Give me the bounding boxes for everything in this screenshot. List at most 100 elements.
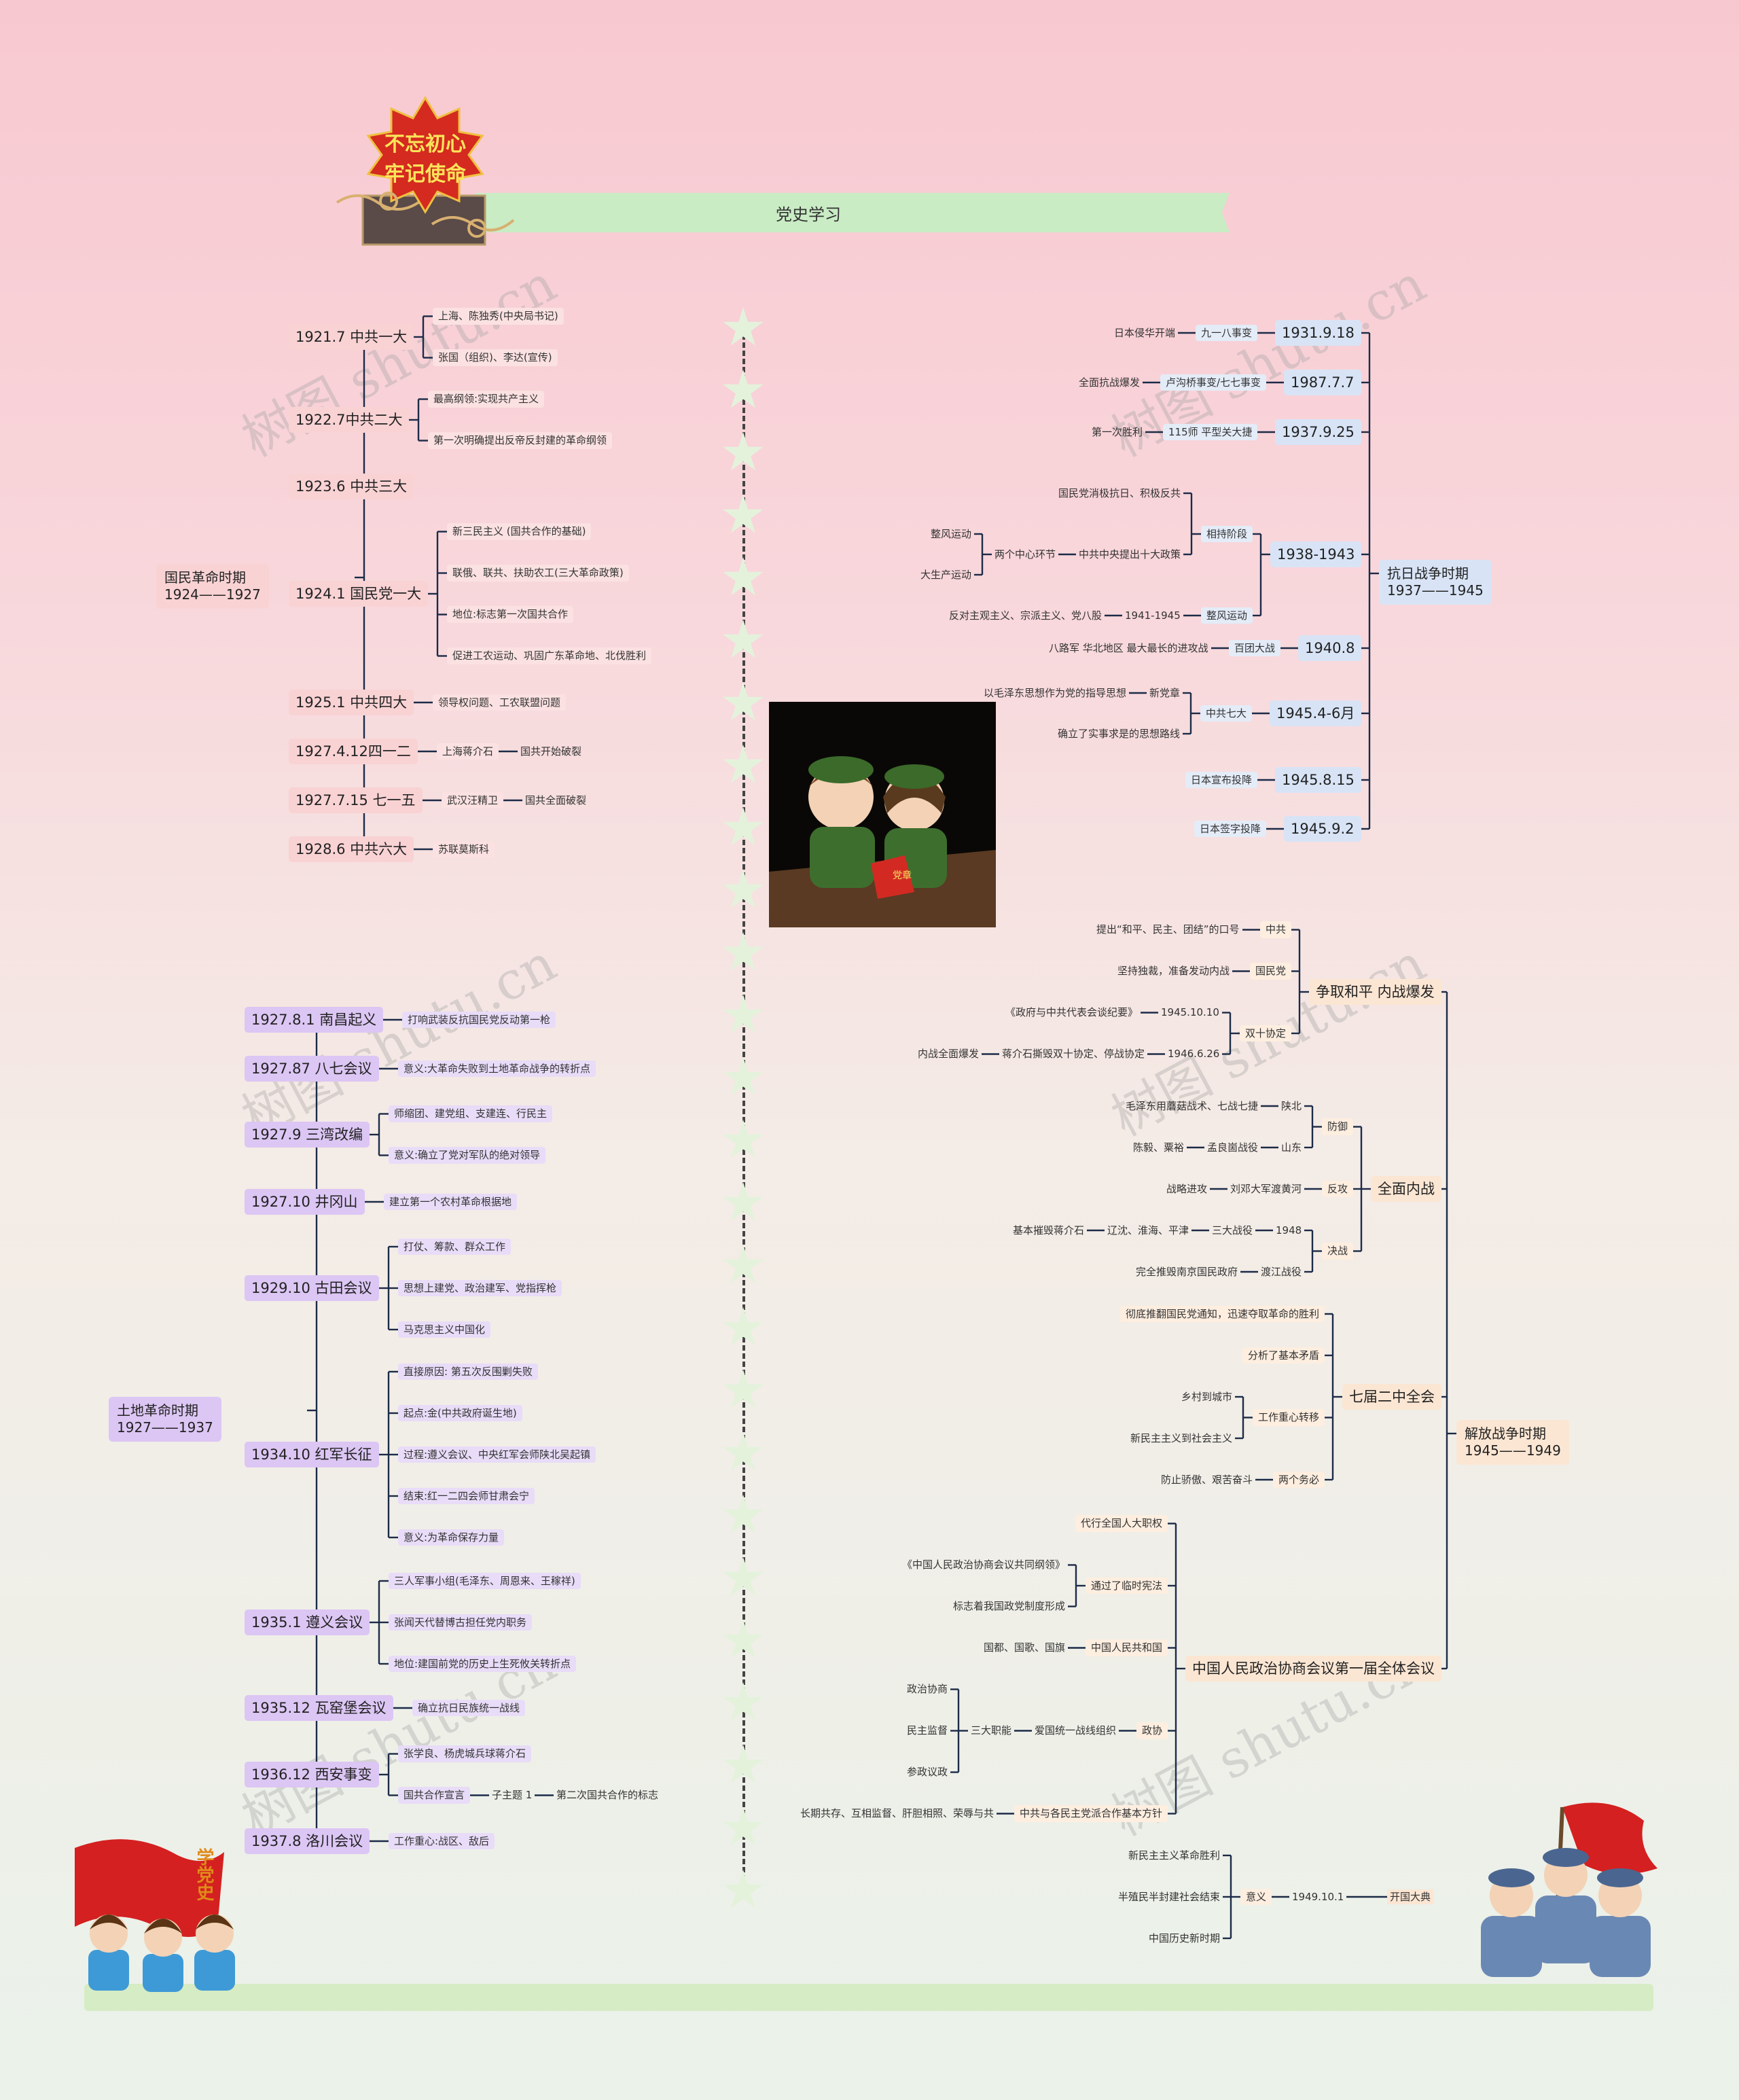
subtopic-node: 三大职能 [971,1724,1012,1737]
subtopic-node: 新党章 [1149,686,1181,699]
subtopic-node: 上海、陈独秀(中央局书记) [433,308,564,325]
topic-node: 1945.9.2 [1284,816,1361,842]
topic-node: 1927.9 三湾改编 [245,1122,370,1148]
topic-node: 1937.8 洛川会议 [245,1828,370,1855]
subtopic-node: 结束:红一二四会师甘肃会宁 [398,1487,535,1505]
center-dashed-divider [742,326,745,1889]
bottom-left-kids-flag-illustration: 学党史 [75,1839,235,1992]
subtopic-node: 三大战役 [1212,1224,1253,1236]
subtopic-node: 联俄、联共、扶助农工(三大革命政策) [447,565,629,582]
topic-node: 1927.7.15 七一五 [289,787,423,814]
subtopic-node: 整风运动 [931,527,972,540]
subtopic-node: 确立抗日民族统一战线 [412,1699,526,1717]
subtopic-node: 爱国统一战线组织 [1035,1724,1117,1737]
subtopic-node: 领导权问题、工农联盟问题 [433,694,567,711]
bottom-banner [84,1984,1653,2011]
subtopic-node: 决战 [1322,1243,1354,1260]
subtopic-node: 促进工农运动、巩固广东革命地、北伐胜利 [447,647,652,664]
subtopic-node: 地位:标志第一次国共合作 [447,606,574,623]
reading-soldiers-illustration: 党章 [769,702,996,927]
subtopic-node: 第二次国共合作的标志 [556,1789,659,1801]
subtopic-node: 渡江战役 [1261,1265,1302,1278]
subtopic-node: 苏联莫斯科 [433,840,495,858]
subtopic-node: 新三民主义 (国共合作的基础) [447,523,592,540]
subtopic-node: 武汉汪精卫 [442,791,504,809]
subtopic-node: 参政议政 [907,1766,948,1778]
topic-node: 1928.6 中共六大 [289,836,414,863]
subtopic-node: 双十协定 [1240,1025,1292,1042]
subtopic-node: 以毛泽东思想作为党的指导思想 [984,686,1127,699]
subtopic-node: 三人军事小组(毛泽东、周恩来、王稼祥) [389,1572,581,1590]
subtopic-node: 工作重心:战区、敌后 [389,1832,495,1850]
subtopic-node: 上海蒋介石 [437,743,499,760]
subtopic-node: 九一八事变 [1196,324,1258,342]
subtopic-node: 国民党消极抗日、积极反共 [1058,486,1181,499]
topic-node: 1945.4-6月 [1270,700,1362,727]
subtopic-node: 《政府与中共代表会谈纪要》 [1005,1006,1139,1018]
subtopic-node: 代行全国人大职权 [1075,1515,1168,1532]
subtopic-node: 1941-1945 [1125,609,1181,622]
subtopic-node: 蒋介石撕毁双十协定、停战协定 [1002,1048,1145,1060]
subtopic-node: 《中国人民政治协商会议共同纲领》 [902,1559,1066,1571]
topic-node: 1925.1 中共四大 [289,690,414,716]
subtopic-node: 两个中心环节 [994,548,1056,560]
subtopic-node: 民主监督 [907,1724,948,1737]
subtopic-node: 地位:建国前党的历史上生死攸关转折点 [389,1655,577,1673]
subtopic-node: 打仗、筹款、群众工作 [398,1238,512,1256]
bottom-right-soldiers-flag-illustration [1481,1802,1657,1977]
subtopic-node: 1948 [1276,1224,1302,1236]
subtopic-node: 分析了基本矛盾 [1242,1347,1325,1364]
subtopic-node: 过程:遵义会议、中央红军会师陕北吴起镇 [398,1446,596,1463]
subtopic-node: 相持阶段 [1201,525,1253,543]
branch-root: 解放战争时期 1945——1949 [1456,1419,1569,1465]
subtopic-node: 提出“和平、民主、团结”的口号 [1096,923,1240,936]
subtopic-node: 百团大战 [1229,639,1281,657]
topic-node: 1922.7中共二大 [289,407,410,433]
subtopic-node: 中国人民共和国 [1086,1639,1168,1656]
topic-node: 1936.12 西安事变 [245,1762,379,1788]
topic-node: 1929.10 古田会议 [245,1275,379,1302]
subtopic-node: 八路军 华北地区 最大最长的进攻战 [1049,641,1208,654]
subtopic-node: 反攻 [1322,1180,1354,1198]
topic-node: 1935.12 瓦窑堡会议 [245,1695,393,1722]
topic-node: 1927.4.12四一二 [289,738,418,765]
topic-node: 1931.9.18 [1275,320,1361,346]
subtopic-node: 张国（组织)、李达(宣传) [433,349,558,366]
subtopic-node: 日本宣布投降 [1185,771,1258,789]
subtopic-node: 辽沈、淮海、平津 [1107,1224,1189,1236]
subtopic-node: 政协 [1136,1722,1168,1739]
subtopic-node: 中共中央提出十大政策 [1079,548,1181,560]
topic-node: 1937.9.25 [1275,419,1361,446]
subtopic-node: 起点:金(中共政府诞生地) [398,1404,522,1422]
subtopic-node: 山东 [1281,1141,1302,1154]
subtopic-node: 最高纲领:实现共产主义 [428,391,545,408]
subtopic-node: 115师 平型关大捷 [1163,423,1258,441]
subtopic-node: 防止骄傲、艰苦奋斗 [1161,1473,1253,1486]
subtopic-node: 中共与各民主党派合作基本方针 [1014,1805,1168,1822]
topic-node: 1923.6 中共三大 [289,474,414,500]
subtopic-node: 国民党 [1250,963,1292,980]
subtopic-node: 国共合作宣言 [398,1787,471,1804]
subtopic-node: 中共七大 [1200,705,1253,722]
subtopic-node: 日本签字投降 [1194,820,1267,838]
branch-root: 土地革命时期 1927——1937 [109,1396,221,1442]
topic-node: 1949.10.1 [1292,1890,1344,1903]
branch-root: 抗日战争时期 1937——1945 [1379,559,1492,605]
subtopic-node: 两个务必 [1273,1471,1325,1489]
badge-line1: 不忘初心 [384,132,466,156]
subtopic-node: 毛泽东用蘑菇战术、七战七捷 [1126,1099,1259,1112]
subtopic-node: 工作重心转移 [1253,1409,1325,1426]
subtopic-node: 坚持独裁，准备发动内战 [1117,965,1230,977]
subtopic-node: 国都、国歌、国旗 [984,1641,1066,1654]
topic-node: 争取和平 内战爆发 [1309,979,1441,1005]
subtopic-node: 半殖民半封建社会结束 [1118,1890,1221,1903]
subtopic-node: 日本侵华开端 [1114,326,1176,339]
subtopic-node: 标志着我国政党制度形成 [953,1600,1066,1612]
subtopic-node: 通过了临时宪法 [1086,1577,1168,1595]
subtopic-node: 国共开始破裂 [520,745,582,758]
subtopic-node: 意义 [1240,1888,1272,1906]
subtopic-node: 意义:大革命失败到土地革命战争的转折点 [398,1060,596,1078]
topic-node: 1945.8.15 [1275,767,1361,794]
subtopic-node: 张闻天代替博古担任党内职务 [389,1614,533,1631]
topic-node: 1927.8.1 南昌起义 [245,1007,384,1033]
